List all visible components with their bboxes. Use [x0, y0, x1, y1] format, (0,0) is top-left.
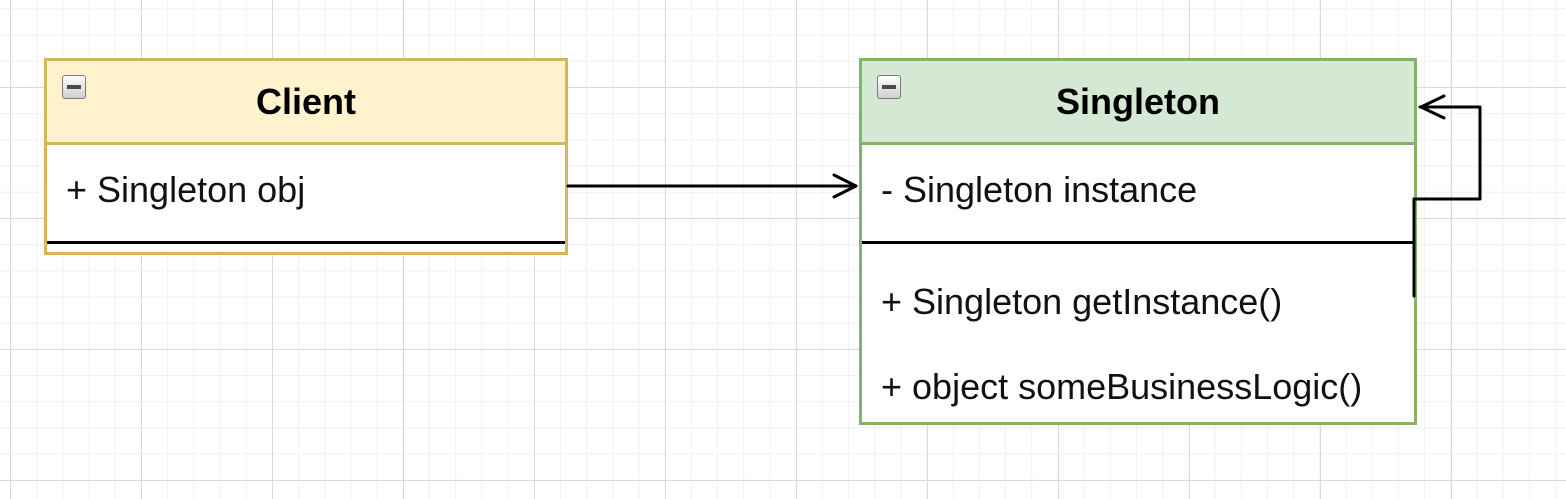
singleton-method-getinstance[interactable]: + Singleton getInstance(): [881, 282, 1283, 322]
self-association-arrow[interactable]: [1412, 94, 1482, 298]
self-association-arrowhead-icon: [1419, 94, 1446, 120]
client-class-name: Client: [255, 80, 356, 122]
client-class[interactable]: Client + Singleton obj: [44, 58, 568, 255]
singleton-attribute-instance[interactable]: - Singleton instance: [881, 170, 1198, 210]
association-arrow[interactable]: [566, 173, 858, 199]
client-class-header[interactable]: Client: [47, 61, 565, 145]
client-attribute-obj[interactable]: + Singleton obj: [66, 170, 306, 210]
singleton-divider: [862, 241, 1414, 244]
singleton-method-somebusinesslogic[interactable]: + object someBusinessLogic(): [881, 367, 1363, 407]
self-association-line[interactable]: [1412, 105, 1482, 201]
client-divider: [47, 241, 565, 244]
collapse-icon[interactable]: [62, 75, 86, 99]
collapse-icon[interactable]: [877, 75, 901, 99]
singleton-class-name: Singleton: [1056, 80, 1220, 122]
singleton-class-header[interactable]: Singleton: [862, 61, 1414, 145]
association-arrowhead-icon: [832, 173, 858, 199]
singleton-class[interactable]: Singleton - Singleton instance + Singlet…: [859, 58, 1417, 425]
